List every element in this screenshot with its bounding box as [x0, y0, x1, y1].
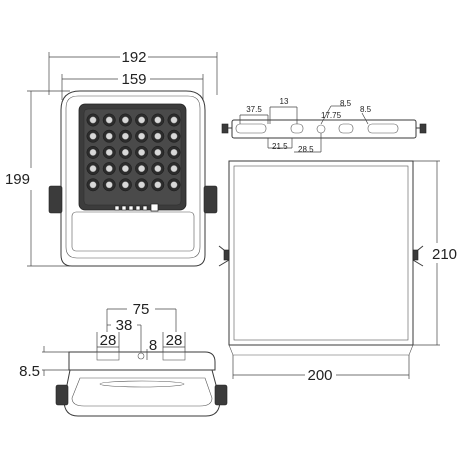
led-lens [154, 132, 162, 140]
led-lens [138, 116, 146, 124]
led-lens [122, 148, 129, 156]
led-lens [89, 165, 97, 173]
bracket-view: 37.5 13 8.5 17.75 8.5 21.5 28.5 [221, 97, 427, 154]
bracket-dim-4: 17.75 [321, 111, 342, 120]
dim-8: 8 [149, 337, 157, 354]
led-lens [170, 148, 178, 156]
bracket-dim-2: 13 [280, 97, 289, 106]
indicator-row [114, 203, 159, 212]
led-lens [138, 148, 146, 156]
led-lens [89, 148, 97, 156]
led-lens [122, 165, 129, 173]
led-lens [170, 181, 178, 189]
dim-28-right: 28 [166, 332, 183, 349]
dim-width-inner: 159 [121, 71, 146, 88]
side-view: 210 200 [218, 160, 457, 384]
led-lens [138, 132, 146, 140]
front-view: 192 159 199 [5, 49, 218, 267]
led-lens [170, 132, 178, 140]
dim-38: 38 [116, 317, 133, 334]
led-lens [122, 132, 129, 140]
right-knob [203, 185, 218, 214]
dim-width-outer: 192 [121, 49, 146, 66]
dim-side-width: 200 [307, 367, 332, 384]
bracket-dim-7: 28.5 [298, 145, 314, 154]
dim-height: 199 [5, 171, 30, 188]
led-lens [154, 148, 162, 156]
bracket-dim-1: 37.5 [246, 105, 262, 114]
bottom-right-knob [214, 384, 228, 406]
dim-28-left: 28 [100, 332, 117, 349]
led-lens [105, 116, 113, 124]
bracket-dim-6: 21.5 [272, 142, 288, 151]
led-lens [122, 116, 129, 124]
led-lens [105, 148, 113, 156]
led-lens [122, 181, 129, 189]
led-lens [154, 165, 162, 173]
led-lens [154, 116, 162, 124]
led-lens [89, 181, 97, 189]
led-lens [89, 132, 97, 140]
led-lens [105, 181, 113, 189]
led-lens [138, 181, 146, 189]
bottom-left-knob [55, 384, 69, 406]
bracket-dim-5: 8.5 [360, 105, 372, 114]
bracket-dim-3: 8.5 [340, 99, 352, 108]
led-lens [170, 165, 178, 173]
bottom-view: 75 38 28 28 8 8.5 [19, 301, 228, 417]
led-lens [154, 181, 162, 189]
led-lens [105, 165, 113, 173]
led-grid [86, 113, 181, 192]
dim-8-5: 8.5 [19, 363, 40, 380]
led-lens [89, 116, 97, 124]
led-lens [105, 132, 113, 140]
led-lens [170, 116, 178, 124]
dim-side-height: 210 [432, 246, 457, 263]
left-knob [48, 185, 63, 214]
led-lens [138, 165, 146, 173]
dim-75: 75 [133, 301, 150, 318]
